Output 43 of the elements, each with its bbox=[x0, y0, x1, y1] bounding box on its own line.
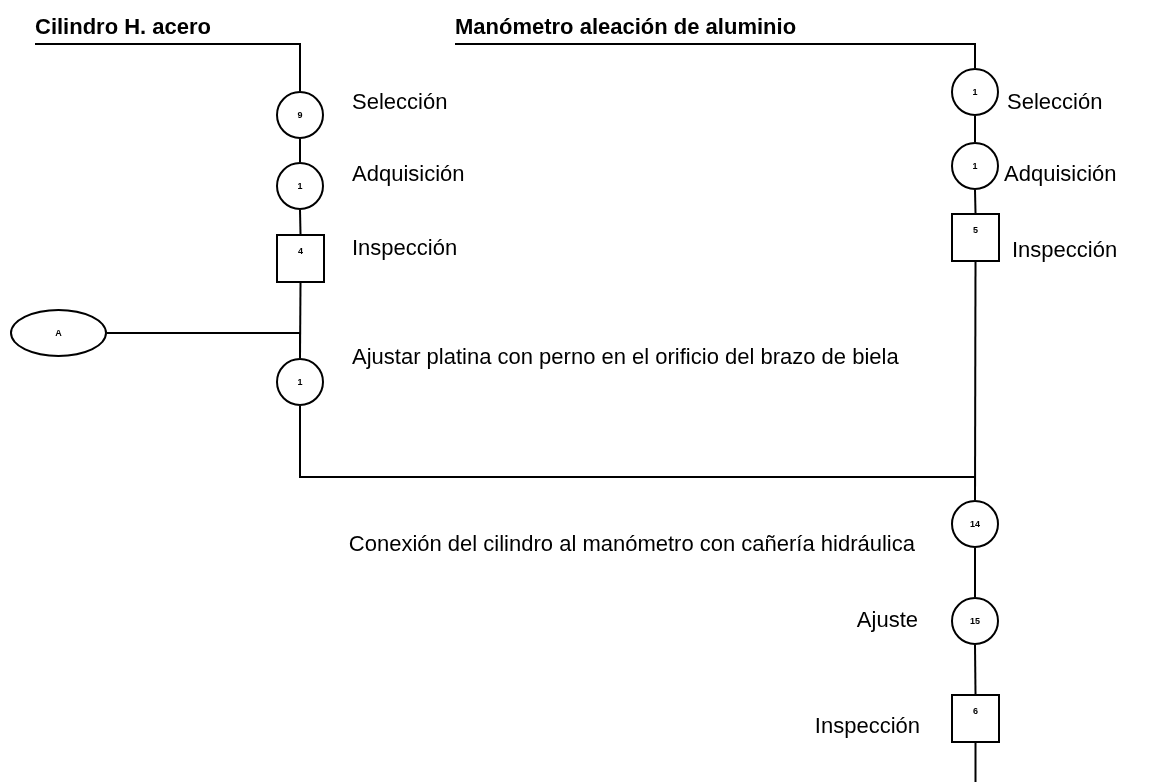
step-description: Adquisición bbox=[1004, 160, 1118, 187]
operation-circle bbox=[951, 142, 999, 190]
step-number: 1 bbox=[297, 377, 303, 387]
step-number: 4 bbox=[298, 246, 303, 256]
connector-line bbox=[299, 43, 301, 92]
connector-line bbox=[974, 115, 976, 143]
connector-line bbox=[974, 261, 977, 501]
inspection-square bbox=[276, 234, 325, 283]
step-description: Adquisición bbox=[352, 160, 466, 187]
connector-line bbox=[974, 644, 977, 695]
operation-circle bbox=[951, 500, 999, 548]
column-heading: Manómetro aleación de aluminio bbox=[455, 12, 976, 45]
connector-line bbox=[299, 209, 302, 235]
connector-line bbox=[974, 189, 977, 214]
step-description: Selección bbox=[1007, 88, 1104, 115]
step-number: 5 bbox=[973, 225, 978, 235]
inspection-square bbox=[951, 213, 1000, 262]
operation-circle bbox=[276, 358, 324, 406]
operation-circle bbox=[276, 91, 324, 139]
step-description: Ajuste bbox=[855, 606, 918, 633]
step-description: Inspección bbox=[813, 712, 920, 739]
inspection-square bbox=[951, 694, 1000, 743]
operation-circle bbox=[951, 68, 999, 116]
column-heading: Cilindro H. acero bbox=[35, 12, 301, 45]
step-number: 6 bbox=[973, 706, 978, 716]
step-number: A bbox=[55, 328, 62, 338]
step-number: 15 bbox=[970, 616, 980, 626]
connector-line bbox=[974, 742, 977, 782]
step-number: 1 bbox=[972, 161, 978, 171]
connector-line bbox=[974, 547, 976, 598]
step-description: Inspección bbox=[352, 234, 459, 261]
step-number: 14 bbox=[970, 519, 980, 529]
connector-line bbox=[299, 138, 301, 163]
step-description: Selección bbox=[352, 88, 449, 115]
step-number: 1 bbox=[297, 181, 303, 191]
step-description: Inspección bbox=[1012, 236, 1119, 263]
operation-circle bbox=[951, 597, 999, 645]
connector-line bbox=[974, 43, 976, 69]
step-description: Conexión del cilindro al manómetro con cañería hidráulica bbox=[347, 530, 915, 557]
step-number: 9 bbox=[297, 110, 303, 120]
operation-circle bbox=[276, 162, 324, 210]
step-description: Ajustar platina con perno en el orificio del brazo de biela bbox=[352, 343, 900, 370]
step-number: 1 bbox=[972, 87, 978, 97]
